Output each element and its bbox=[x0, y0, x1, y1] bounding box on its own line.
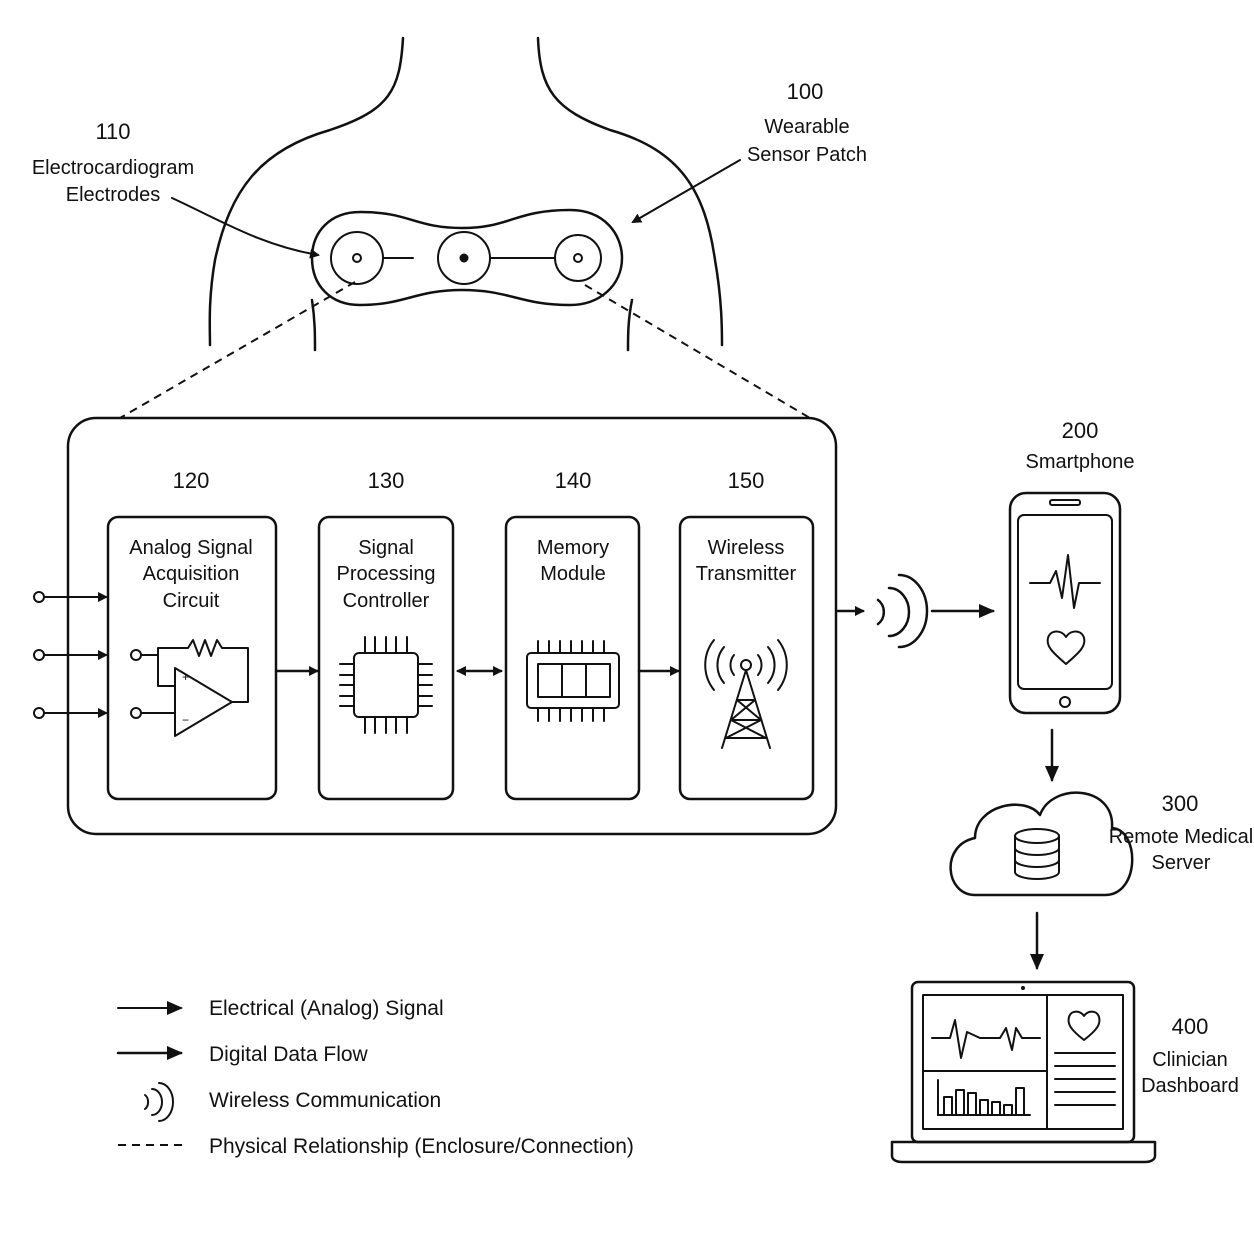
block-number-acquisition: 120 bbox=[173, 468, 210, 493]
electrode-left bbox=[331, 232, 383, 284]
electrodes-label-line2: Electrodes bbox=[66, 184, 161, 206]
chip-icon bbox=[340, 637, 432, 733]
laptop-dashboard-icon bbox=[892, 982, 1155, 1162]
legend: Electrical (Analog) Signal Digital Data … bbox=[118, 997, 634, 1158]
heart-icon bbox=[1069, 1012, 1100, 1040]
smartphone-label: Smartphone bbox=[1026, 451, 1135, 473]
legend-item-wireless: Wireless Communication bbox=[145, 1083, 441, 1121]
legend-item-digital-data: Digital Data Flow bbox=[118, 1043, 369, 1066]
legend-label: Digital Data Flow bbox=[209, 1043, 369, 1066]
electrodes-leader-arrow bbox=[172, 198, 318, 255]
dashboard-label-line2: Dashboard bbox=[1141, 1075, 1239, 1097]
op-amp-icon: + − bbox=[131, 640, 248, 736]
heart-icon bbox=[1048, 631, 1085, 664]
memory-module-block: Memory Module bbox=[506, 517, 639, 799]
bar-graph-icon bbox=[938, 1080, 1030, 1115]
memory-icon bbox=[527, 641, 619, 721]
block-label: Analog Signal bbox=[129, 537, 252, 559]
wireless-transmitter-block: Wireless Transmitter bbox=[680, 517, 813, 799]
database-icon bbox=[1015, 829, 1059, 879]
dashboard-number: 400 bbox=[1172, 1014, 1209, 1039]
block-label: Acquisition bbox=[143, 563, 240, 585]
block-label: Processing bbox=[337, 563, 436, 585]
legend-item-physical-relationship: Physical Relationship (Enclosure/Connect… bbox=[118, 1135, 634, 1158]
block-label: Signal bbox=[358, 537, 414, 559]
legend-label: Wireless Communication bbox=[209, 1089, 441, 1112]
svg-text:−: − bbox=[182, 713, 189, 727]
electrode-right bbox=[555, 235, 601, 281]
enclosure-dashed-line-left bbox=[120, 282, 355, 418]
patch-number: 100 bbox=[787, 79, 824, 104]
antenna-tower-icon bbox=[705, 640, 787, 748]
svg-text:+: + bbox=[182, 670, 189, 684]
wireless-waves-icon bbox=[878, 575, 927, 647]
legend-label: Electrical (Analog) Signal bbox=[209, 997, 444, 1020]
server-label-line1: Remote Medical bbox=[1109, 826, 1254, 848]
wearable-sensor-patch bbox=[312, 210, 622, 305]
legend-label: Physical Relationship (Enclosure/Connect… bbox=[209, 1135, 634, 1158]
signal-processing-controller-block: Signal Processing Controller bbox=[319, 517, 453, 799]
block-number-transmitter: 150 bbox=[728, 468, 765, 493]
patch-label-line2: Sensor Patch bbox=[747, 144, 867, 166]
block-label: Controller bbox=[343, 590, 430, 612]
block-label: Module bbox=[540, 563, 606, 585]
patch-label-line1: Wearable bbox=[764, 116, 849, 138]
dashboard-label-line1: Clinician bbox=[1152, 1049, 1228, 1071]
ecg-waveform-icon bbox=[1030, 555, 1100, 608]
ecg-waveform-icon bbox=[932, 1020, 1040, 1058]
block-label: Wireless bbox=[708, 537, 785, 559]
smartphone-icon bbox=[1010, 493, 1120, 713]
block-number-controller: 130 bbox=[368, 468, 405, 493]
block-label: Memory bbox=[537, 537, 609, 559]
electrode-input-arrows bbox=[34, 592, 106, 718]
torso-outline bbox=[210, 38, 722, 350]
block-label: Circuit bbox=[163, 590, 220, 612]
server-number: 300 bbox=[1162, 791, 1199, 816]
legend-wireless-waves-icon bbox=[145, 1083, 173, 1121]
block-label: Transmitter bbox=[696, 563, 797, 585]
enclosure-dashed-line-right bbox=[585, 285, 810, 418]
block-number-memory: 140 bbox=[555, 468, 592, 493]
cloud-server-icon bbox=[951, 793, 1133, 895]
patch-leader-arrow bbox=[633, 160, 740, 222]
electrode-center bbox=[438, 232, 490, 284]
legend-item-analog-signal: Electrical (Analog) Signal bbox=[118, 997, 444, 1020]
analog-signal-acquisition-block: Analog Signal Acquisition Circuit + − bbox=[108, 517, 276, 799]
server-label-line2: Server bbox=[1152, 852, 1211, 874]
smartphone-number: 200 bbox=[1062, 418, 1099, 443]
electrodes-number: 110 bbox=[95, 119, 130, 144]
electrodes-label-line1: Electrocardiogram bbox=[32, 157, 194, 179]
